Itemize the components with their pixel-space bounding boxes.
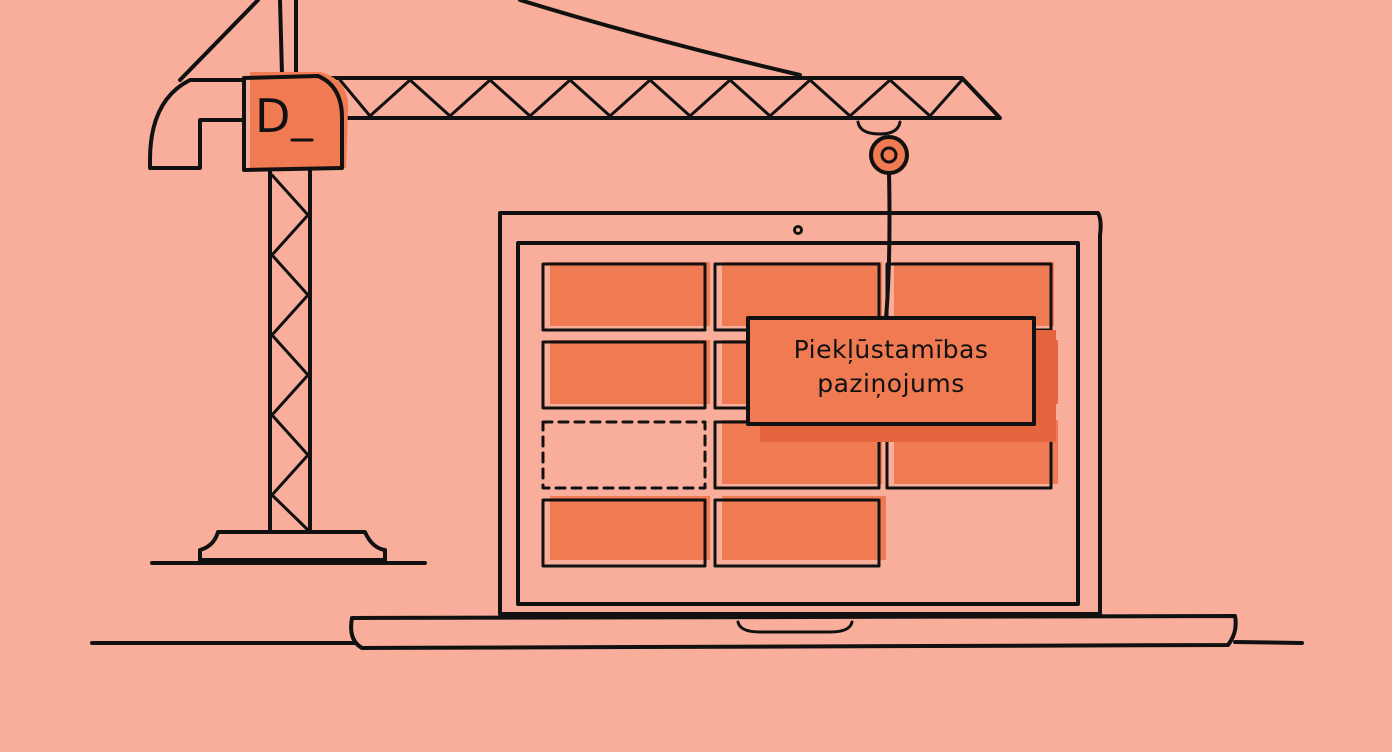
crane-cable (178, 0, 802, 82)
crane-tower (268, 168, 312, 534)
accessibility-statement-sign: Piekļūstamības paziņojums (746, 316, 1056, 442)
empty-tile-placeholder (541, 420, 707, 490)
sign-line-2: paziņojums (817, 369, 965, 398)
cabin-label: D (255, 89, 290, 143)
ground-line (90, 640, 1304, 645)
crane-jib (298, 76, 1002, 120)
laptop-base (349, 614, 1238, 650)
laptop-screen (516, 241, 1080, 606)
crane-cabin: D (242, 72, 349, 172)
tile (713, 496, 886, 568)
tile (713, 262, 882, 332)
sign-line-1: Piekļūstamības (794, 335, 989, 364)
laptop-lid (498, 211, 1103, 616)
camera-icon (793, 225, 803, 235)
crane-base (150, 530, 427, 565)
laptop: Piekļūstamības paziņojums (349, 211, 1238, 650)
tile (541, 340, 710, 410)
tile (885, 262, 1054, 332)
tile (541, 496, 710, 568)
crane-counterweight (148, 78, 246, 170)
tile (541, 262, 710, 332)
laptop-notch (736, 620, 854, 634)
